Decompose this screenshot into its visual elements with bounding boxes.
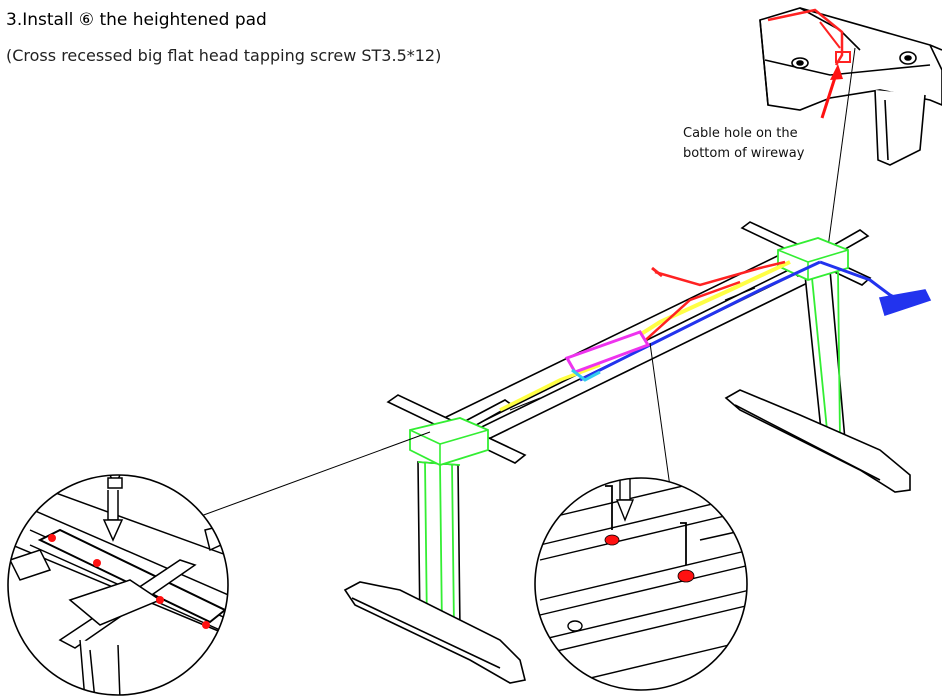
heightened-pad	[604, 534, 620, 546]
pad-hole-marker	[202, 621, 210, 629]
step-title: 3.Install ⑥ the heightened pad	[6, 10, 267, 30]
callout-line-1: Cable hole on the	[683, 126, 798, 141]
pad-hole-marker	[48, 534, 56, 542]
pad-hole-marker	[93, 559, 101, 567]
cable-hole-callout: Cable hole on the bottom of wireway	[683, 124, 804, 164]
detail-leader-top	[825, 47, 856, 263]
wireway-detail-view	[759, 7, 942, 166]
pad-hole-marker	[156, 596, 164, 604]
desk-frame	[343, 221, 932, 684]
callout-line-2: bottom of wireway	[683, 146, 805, 161]
right-detail-view	[534, 477, 748, 691]
left-detail-view	[7, 474, 229, 696]
detail-leader-left	[189, 431, 431, 521]
cable-hole-arrow-head	[830, 64, 843, 80]
heightened-pad	[677, 569, 695, 583]
screw-spec: (Cross recessed big flat head tapping sc…	[6, 46, 442, 65]
